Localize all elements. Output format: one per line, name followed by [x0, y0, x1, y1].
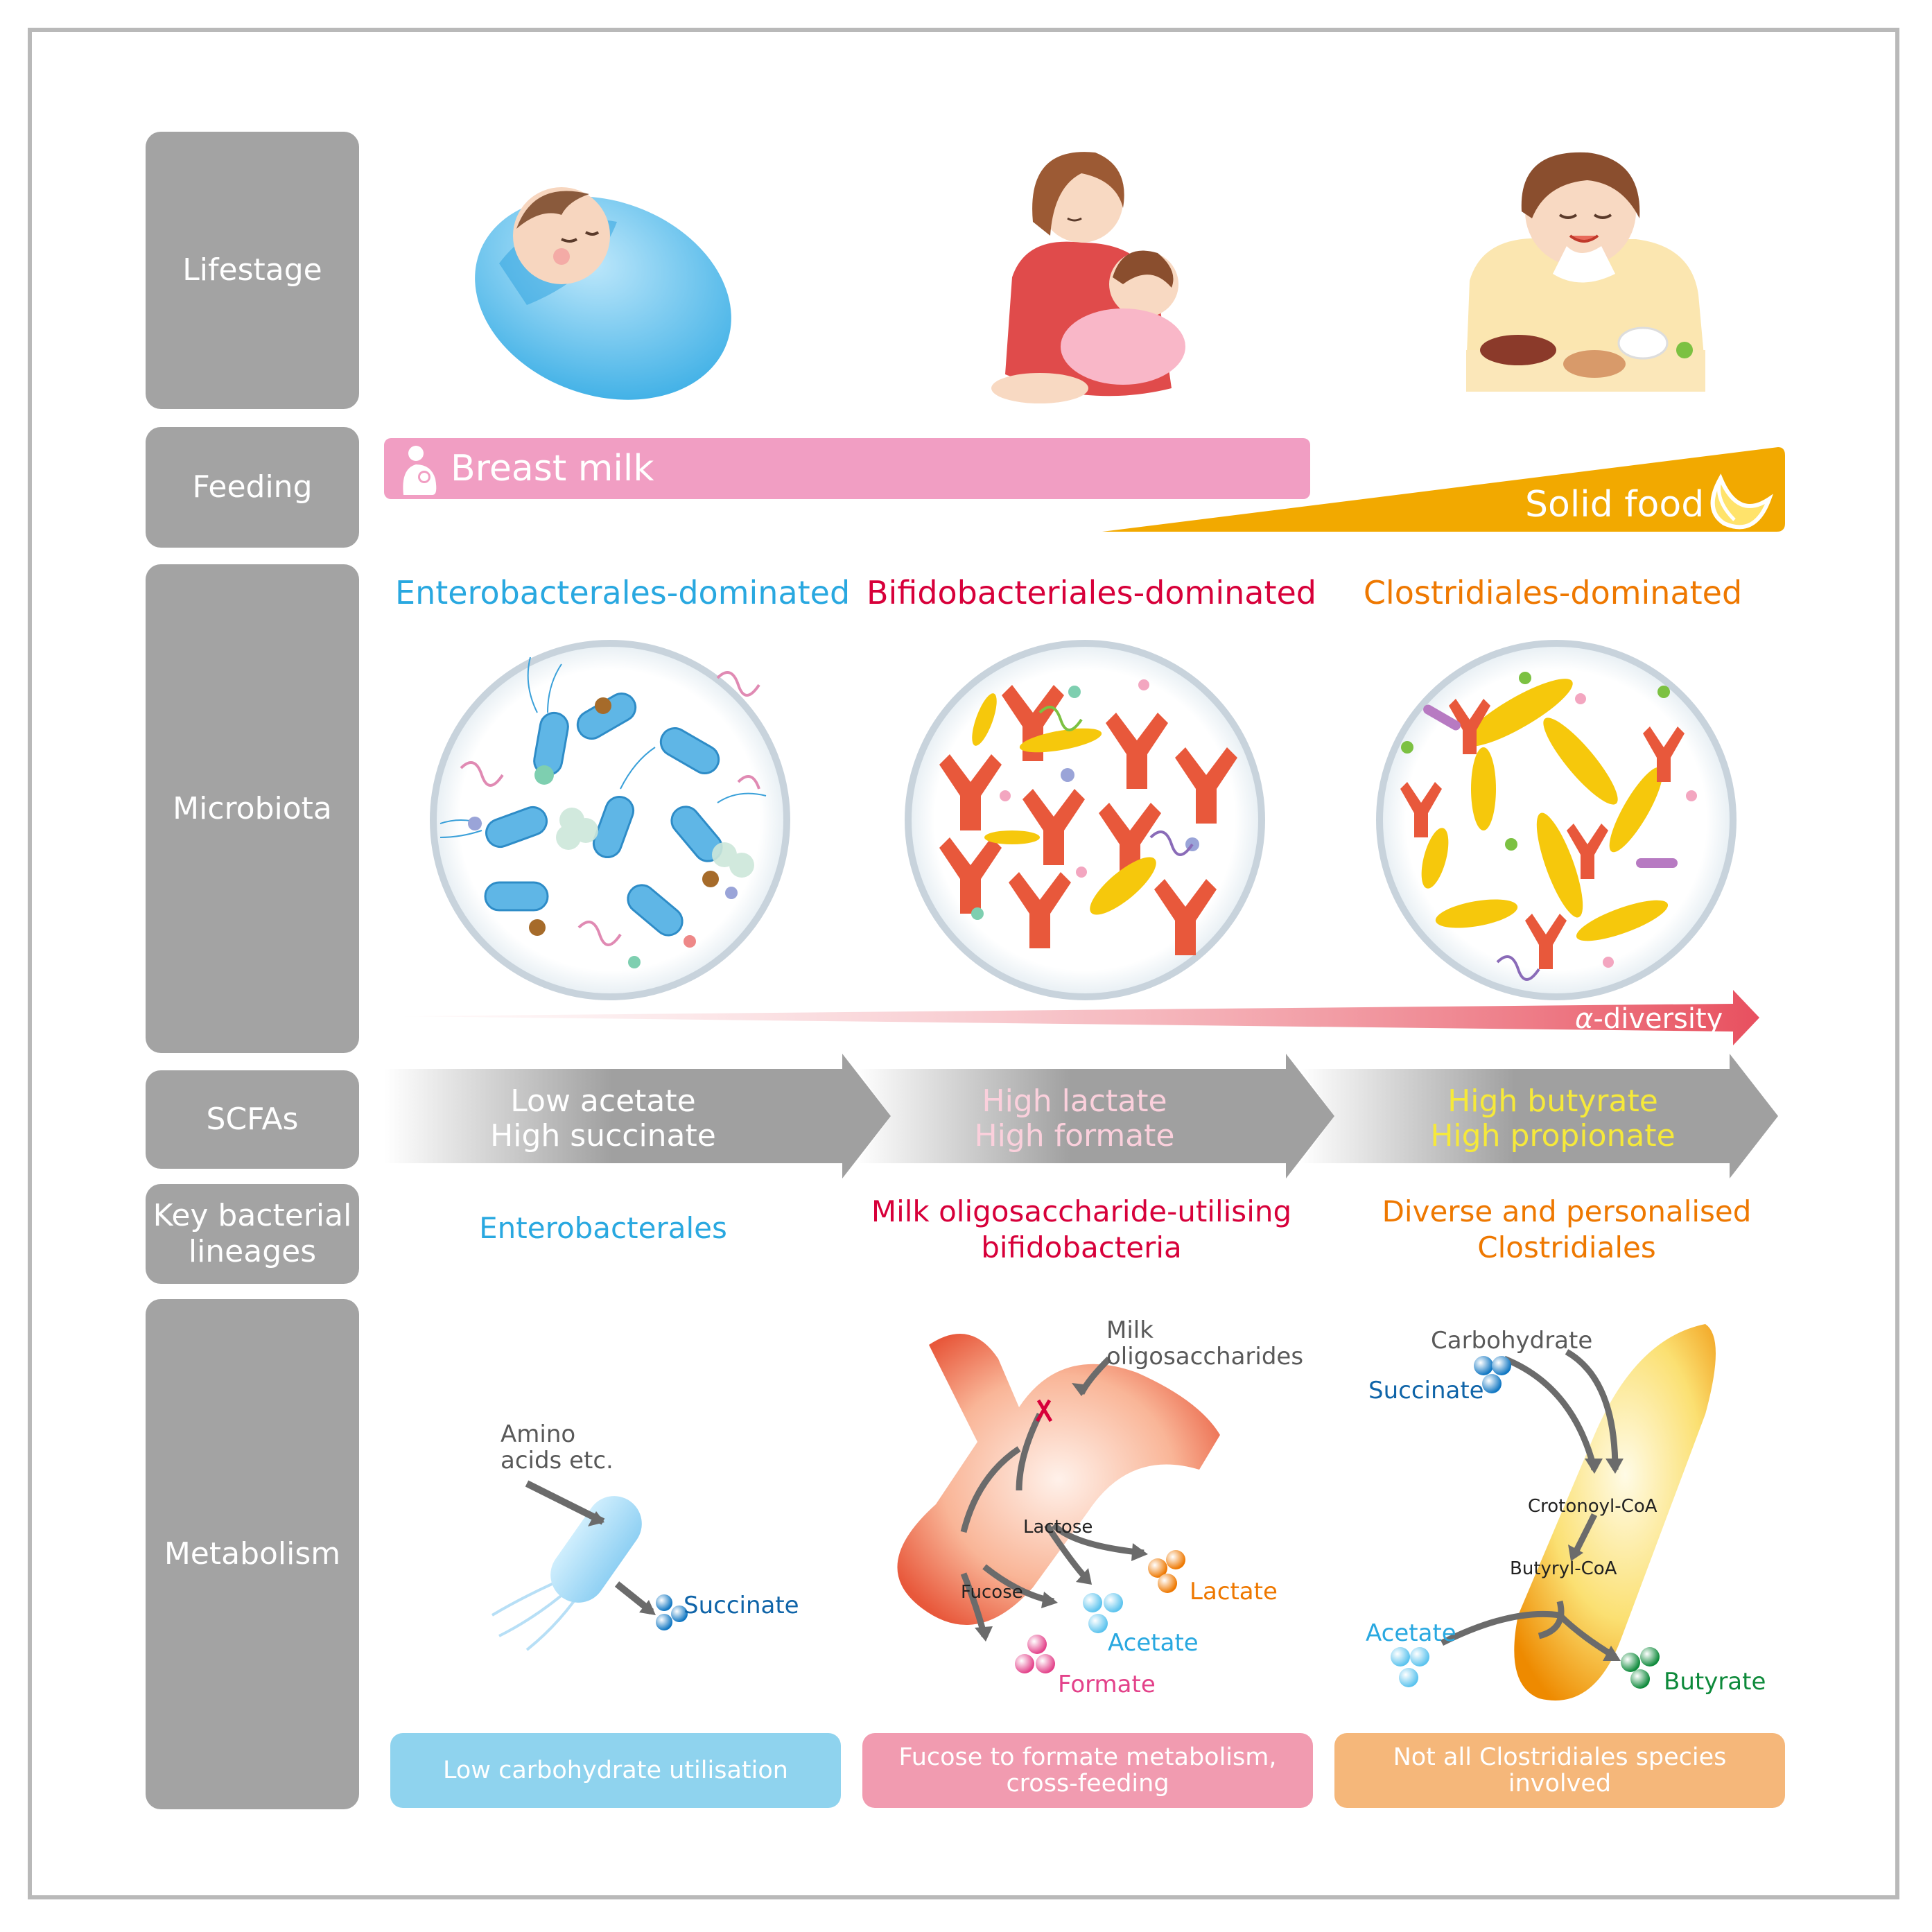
entero-input-line1: Amino [501, 1420, 576, 1448]
lineage-bifido: Milk oligosaccharide-utilising bifidobac… [853, 1194, 1310, 1266]
enterobacterales-community [430, 640, 790, 1000]
scfa-high-butyrate: High butyrate [1447, 1084, 1658, 1119]
entero-input-label: Amino acids etc. [501, 1421, 613, 1474]
solid-food-label: Solid food [1525, 484, 1705, 525]
bifidobacteriales-community [905, 640, 1265, 1000]
nursing-mother-icon [403, 446, 437, 495]
clostridia-butyrate-label: Butyrate [1664, 1668, 1766, 1696]
row-label-scfas: SCFAs [146, 1070, 359, 1169]
lineage-bifido-line2: bifidobacteria [981, 1230, 1182, 1264]
summary-bifido-line2: cross-feeding [1006, 1770, 1169, 1798]
entero-metabolism-diagram [491, 1480, 688, 1651]
alpha-symbol: α [1575, 1003, 1594, 1035]
row-label-microbiota: Microbiota [146, 564, 359, 1053]
clostridia-acetate-label: Acetate [1366, 1619, 1456, 1647]
row-label-feeding: Feeding [146, 427, 359, 548]
lineage-clostridia: Diverse and personalised Clostridiales [1359, 1194, 1775, 1266]
scfa-col2: High lactate High formate [915, 1084, 1234, 1154]
breast-milk-label: Breast milk [451, 448, 654, 489]
summary-bifido-line1: Fucose to formate metabolism, [898, 1743, 1277, 1771]
lineage-entero: Enterobacterales [479, 1211, 727, 1245]
summary-entero-text: Low carbohydrate utilisation [443, 1757, 788, 1784]
scfa-high-lactate: High lactate [982, 1084, 1167, 1119]
scfa-high-formate: High formate [974, 1118, 1175, 1154]
bifido-lactose-label: Lactose [1023, 1517, 1093, 1538]
summary-clostridia-line2: involved [1508, 1770, 1612, 1798]
bifido-acetate-label: Acetate [1108, 1629, 1199, 1657]
lineage-clostridia-line1: Diverse and personalised [1382, 1194, 1752, 1228]
solid-food-wedge [1102, 447, 1785, 532]
banana-icon [1710, 473, 1773, 530]
bifido-input-line2: oligosaccharides [1106, 1343, 1304, 1370]
scfa-col1: Low acetate High succinate [444, 1084, 763, 1154]
lineage-clostridia-line2: Clostridiales [1477, 1230, 1656, 1264]
summary-clostridia-line1: Not all Clostridiales species [1393, 1743, 1727, 1771]
alpha-diversity-arrow [402, 990, 1759, 1045]
entero-input-line2: acids etc. [501, 1447, 613, 1474]
bifido-dominated-title: Bifidobacteriales-dominated [867, 574, 1317, 611]
bifido-lactate-label: Lactate [1190, 1578, 1278, 1605]
row-label-metabolism-text: Metabolism [164, 1536, 341, 1572]
entero-succinate-label: Succinate [684, 1592, 799, 1619]
row-label-lineages: Key bacterial lineages [146, 1184, 359, 1284]
summary-entero: Low carbohydrate utilisation [390, 1733, 841, 1808]
newborn-illustration [475, 187, 731, 400]
bifido-metabolism-diagram [897, 1334, 1220, 1673]
clostridia-dominated-title: Clostridiales-dominated [1363, 574, 1743, 611]
clostridia-butyryl-label: Butyryl-CoA [1510, 1558, 1617, 1579]
clostridia-succinate-label: Succinate [1368, 1377, 1484, 1404]
outer-frame [28, 28, 1899, 1899]
summary-bifido: Fucose to formate metabolism, cross-feed… [862, 1733, 1313, 1808]
bifido-input-line1: Milk [1106, 1316, 1154, 1344]
clostridia-metabolism-diagram [1391, 1324, 1716, 1701]
lineage-bifido-line1: Milk oligosaccharide-utilising [871, 1194, 1292, 1228]
row-label-scfas-text: SCFAs [206, 1102, 299, 1137]
clostridia-crotonoyl-label: Crotonoyl-CoA [1528, 1496, 1657, 1517]
clostridiales-community [1376, 640, 1737, 1000]
bifido-input-label: Milk oligosaccharides [1106, 1317, 1303, 1370]
alpha-diversity-label: α-diversity [1575, 1002, 1723, 1036]
row-label-lineages-line2: lineages [188, 1234, 317, 1269]
breastfeeding-mother-illustration [991, 152, 1185, 403]
row-label-lifestage: Lifestage [146, 132, 359, 409]
scfa-col3: High butyrate High propionate [1373, 1084, 1733, 1154]
scfa-low-acetate: Low acetate [510, 1084, 696, 1119]
child-eating-illustration [1466, 152, 1705, 392]
row-label-lifestage-text: Lifestage [182, 252, 322, 288]
bifido-formate-label: Formate [1058, 1671, 1156, 1698]
bifido-fucose-label: Fucose [961, 1582, 1023, 1603]
breast-milk-bar [384, 438, 1310, 499]
summary-clostridia: Not all Clostridiales species involved [1334, 1733, 1785, 1808]
scfa-arrows [385, 1054, 1778, 1178]
row-label-lineages-line1: Key bacterial [153, 1198, 352, 1233]
diversity-text: -diversity [1593, 1003, 1723, 1035]
row-label-metabolism: Metabolism [146, 1299, 359, 1809]
entero-dominated-title: Enterobacterales-dominated [395, 574, 851, 611]
clostridia-carbohydrate-label: Carbohydrate [1431, 1327, 1593, 1355]
row-label-feeding-text: Feeding [192, 469, 313, 505]
scfa-high-propionate: High propionate [1430, 1118, 1676, 1154]
scfa-high-succinate: High succinate [490, 1118, 716, 1154]
row-label-microbiota-text: Microbiota [173, 790, 332, 826]
